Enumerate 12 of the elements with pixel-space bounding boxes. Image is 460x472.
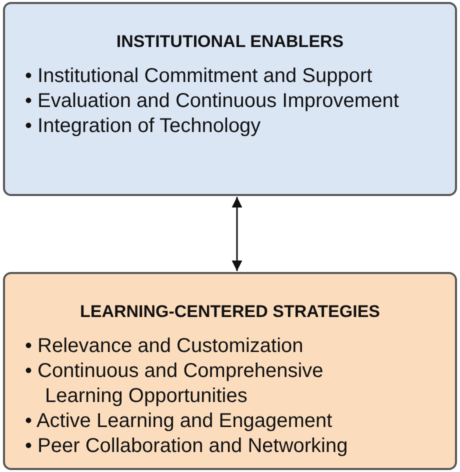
bullet-item: • Evaluation and Continuous Improvement bbox=[25, 89, 400, 114]
bullet-item: • Active Learning and Engagement bbox=[25, 409, 334, 434]
bullet-item: • Relevance and Customization bbox=[25, 334, 304, 359]
content-box bbox=[3, 2, 457, 196]
box-heading: INSTITUTIONAL ENABLERS bbox=[116, 32, 344, 52]
bullet-item: • Continuous and Comprehensive Learning Opportunities bbox=[25, 359, 324, 409]
bullet-item: • Institutional Commitment and Support bbox=[25, 64, 374, 89]
bullet-item: • Integration of Technology bbox=[25, 114, 262, 139]
bullet-item: • Peer Collaboration and Networking bbox=[25, 434, 349, 459]
box-heading: LEARNING-CENTERED STRATEGIES bbox=[80, 302, 380, 322]
content-box bbox=[3, 272, 457, 470]
double-arrow bbox=[232, 197, 242, 271]
